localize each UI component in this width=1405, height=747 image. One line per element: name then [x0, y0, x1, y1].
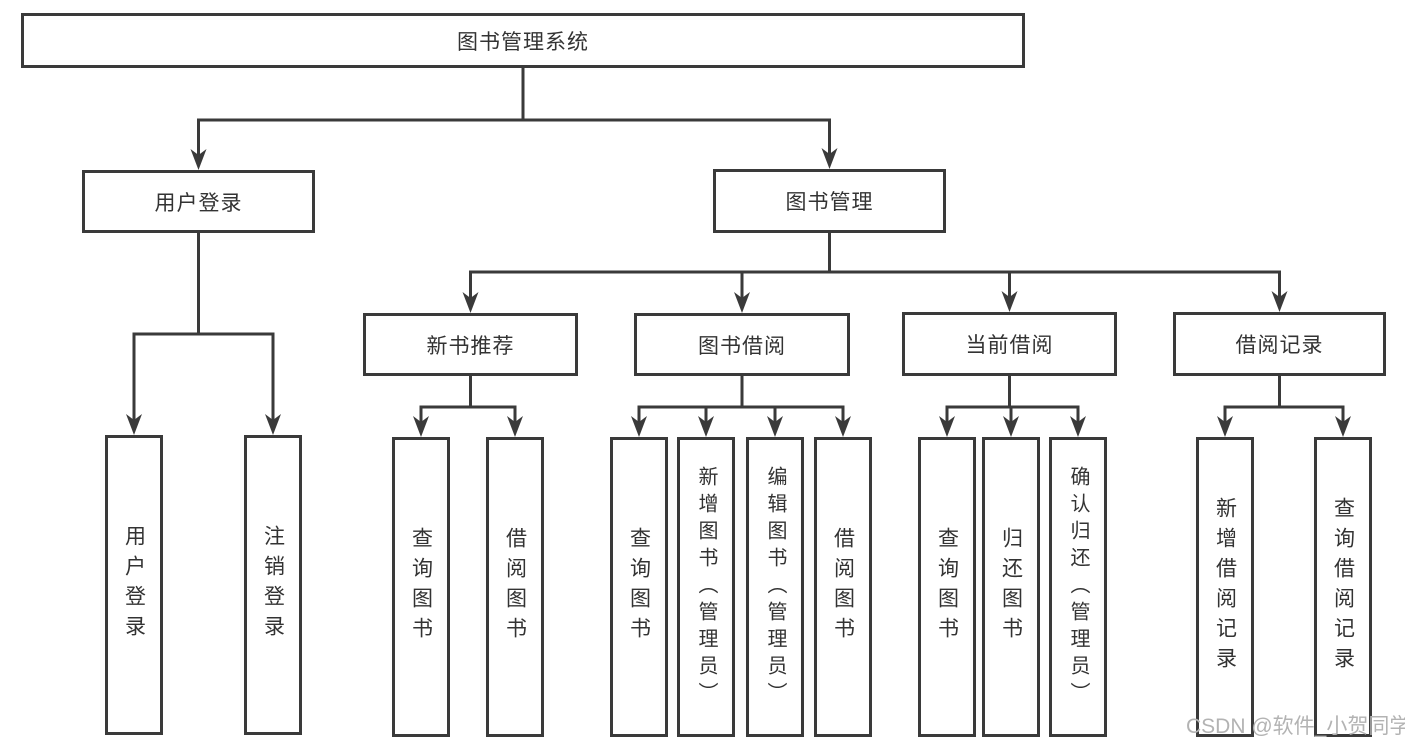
- arrowhead: [1271, 291, 1288, 312]
- arrowhead: [265, 414, 281, 435]
- arrowhead: [939, 416, 955, 437]
- node-leaf-borrow-book: 借阅图书: [814, 437, 872, 737]
- arrowhead: [1070, 416, 1086, 437]
- node-leaf-return-book: 归还图书: [982, 437, 1040, 737]
- node-new-book-recommend: 新书推荐: [363, 313, 578, 376]
- arrowhead: [1001, 291, 1018, 312]
- arrowhead: [413, 416, 429, 437]
- node-leaf-add-book-admin: 新增图书（管理员）: [677, 437, 735, 737]
- arrowhead: [734, 292, 750, 313]
- node-leaf-borrow-query-book: 查询图书: [610, 437, 668, 737]
- edge-borrowrecord-children: [1223, 405, 1345, 433]
- node-leaf-user-login: 用户登录: [105, 435, 163, 735]
- edge-newbookrec-children: [419, 405, 517, 433]
- arrowhead: [821, 148, 838, 169]
- edge-bookmgmt-children: [469, 270, 1281, 309]
- node-leaf-recommend-query-book: 查询图书: [392, 437, 450, 737]
- arrowhead: [190, 149, 207, 170]
- arrowhead: [698, 416, 714, 437]
- arrowhead: [462, 292, 479, 313]
- node-label: 注销登录: [261, 525, 285, 645]
- arrowhead: [126, 414, 142, 435]
- node-label: 确认归还（管理员）: [1067, 465, 1089, 709]
- connector-elbows: [132, 68, 1345, 433]
- arrowhead: [835, 416, 851, 437]
- node-label: 查询图书: [935, 527, 959, 647]
- edge-bookborrow-children: [637, 405, 845, 433]
- node-label: 编辑图书（管理员）: [764, 465, 786, 709]
- node-label: 用户登录: [122, 525, 146, 645]
- node-label: 借阅图书: [831, 527, 855, 647]
- arrowhead: [1335, 416, 1351, 437]
- node-label: 归还图书: [999, 527, 1023, 647]
- node-current-borrow: 当前借阅: [902, 312, 1117, 376]
- arrowhead: [1003, 416, 1019, 437]
- node-label: 新增借阅记录: [1213, 497, 1237, 677]
- arrowhead: [507, 416, 523, 437]
- node-user-login: 用户登录: [82, 170, 315, 233]
- edge-userlogin-children: [132, 332, 275, 431]
- node-label: 查询图书: [627, 527, 651, 647]
- edge-root-to-level2: [197, 118, 831, 166]
- arrowhead: [1217, 416, 1233, 437]
- node-leaf-recommend-borrow-book: 借阅图书: [486, 437, 544, 737]
- arrowhead: [767, 416, 783, 437]
- node-root: 图书管理系统: [21, 13, 1025, 68]
- node-label: 查询借阅记录: [1331, 497, 1355, 677]
- node-label: 查询图书: [409, 527, 433, 647]
- arrowheads: [126, 148, 1351, 437]
- node-leaf-edit-book-admin: 编辑图书（管理员）: [746, 437, 804, 737]
- node-label: 新增图书（管理员）: [695, 465, 717, 709]
- node-leaf-confirm-return-admin: 确认归还（管理员）: [1049, 437, 1107, 737]
- node-book-management: 图书管理: [713, 169, 946, 233]
- watermark: CSDN @软件_小贺同学: [1186, 715, 1405, 738]
- node-label: 借阅图书: [503, 527, 527, 647]
- arrowhead: [631, 416, 647, 437]
- node-leaf-query-borrow-record: 查询借阅记录: [1314, 437, 1372, 737]
- node-book-borrow: 图书借阅: [634, 313, 850, 376]
- node-leaf-current-query-book: 查询图书: [918, 437, 976, 737]
- node-leaf-logout: 注销登录: [244, 435, 302, 735]
- node-leaf-add-borrow-record: 新增借阅记录: [1196, 437, 1254, 737]
- node-borrow-record: 借阅记录: [1173, 312, 1386, 376]
